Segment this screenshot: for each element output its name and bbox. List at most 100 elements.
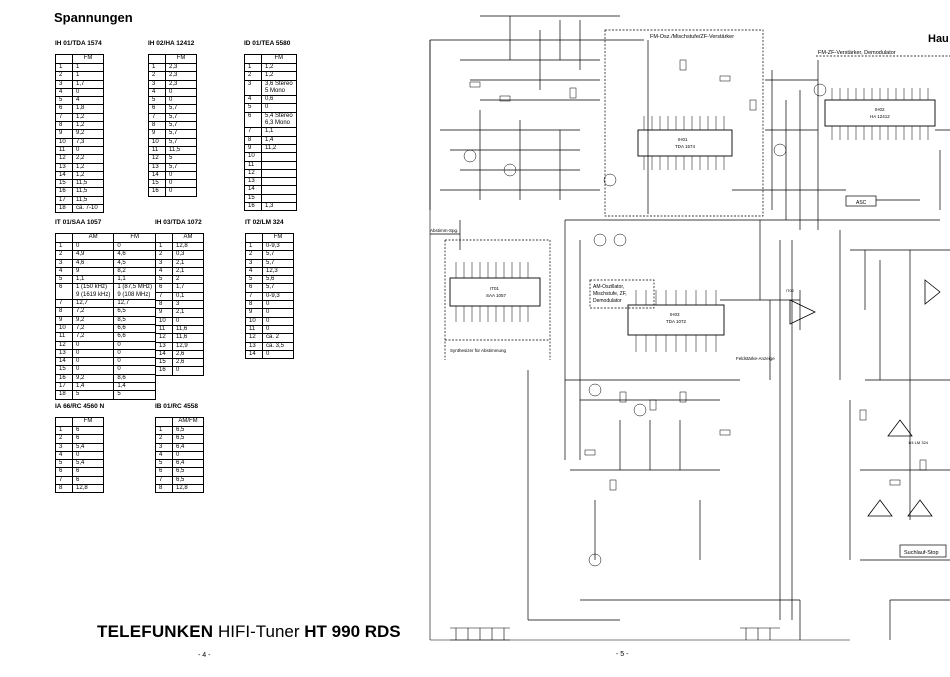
pin-number: 7 — [155, 291, 173, 302]
table-title: ID 01/TEA 5580 — [244, 40, 291, 47]
pin-number: 7 — [55, 475, 73, 486]
voltage-value: 1,2 — [261, 62, 297, 73]
pin-number: 14 — [245, 349, 263, 360]
pin-number: 2 — [155, 250, 173, 260]
voltage-value: 1,1 — [261, 127, 297, 137]
voltage-value — [261, 193, 297, 204]
synth-label: Synthesizer für Abstimmung — [450, 348, 507, 353]
voltage-value — [261, 152, 297, 162]
voltage-value: 6,6 — [113, 323, 157, 334]
voltage-value: 6,5 — [113, 307, 157, 317]
pin-number: 1 — [155, 241, 173, 252]
pin-number: 7 — [148, 112, 166, 123]
voltage-value: 2,1 — [172, 308, 204, 318]
pin-number: 11 — [148, 145, 166, 156]
pin-number: 4 — [245, 266, 263, 277]
pin-header — [155, 417, 173, 427]
pin-header — [148, 54, 166, 64]
voltage-value: ca. 2 — [262, 333, 294, 343]
pin-number: 16 — [155, 366, 173, 376]
voltage-value: 2,3 — [165, 71, 197, 81]
pin-number: 15 — [55, 365, 73, 375]
mode-header: FM — [72, 417, 104, 427]
it01-ref: IT01 — [490, 286, 500, 291]
voltage-value: 0 — [71, 340, 115, 350]
pin-number: 4 — [148, 87, 166, 98]
voltage-value: 1 — [72, 62, 104, 73]
voltage-value: 0 — [113, 340, 157, 350]
abstimm-label: Abstimm-Spg. — [430, 228, 458, 233]
pin-number: 9 — [245, 308, 263, 318]
pin-number: 16 — [55, 187, 73, 197]
pin-number: 12 — [55, 154, 73, 164]
schematic-diagram: Hau FM-Osz./Mischstufe/ZF-Verstärker IH0… — [429, 15, 950, 658]
it02-opamp — [789, 299, 816, 325]
pin-number: 4 — [55, 87, 73, 98]
voltage-value: 1,7 — [172, 283, 204, 293]
pin-number: 11 — [245, 324, 263, 335]
voltage-value: 0 — [262, 349, 294, 360]
pin-number: 10 — [55, 137, 73, 147]
mode-header: AM — [172, 233, 204, 243]
voltage-value: 0,6 — [261, 95, 297, 105]
voltage-value: 0 — [71, 241, 115, 252]
pin-number: 2 — [55, 434, 73, 444]
pin-number: 3 — [55, 258, 73, 268]
voltage-value: 12,8 — [172, 241, 204, 252]
pin-number: 7 — [55, 299, 73, 309]
pin-number: 1 — [155, 425, 173, 436]
voltage-value: 6 — [72, 467, 104, 477]
voltage-value: 0 — [165, 170, 197, 181]
voltage-value: 0 — [262, 300, 294, 310]
pin-number: 1 — [244, 62, 262, 73]
pin-number: 13 — [155, 341, 173, 351]
table-row: 13 — [244, 177, 297, 187]
voltage-value: 2,6 — [172, 358, 204, 368]
pin-number: 8 — [244, 135, 262, 145]
table-title: IT 01/SAA 1057 — [55, 219, 102, 226]
voltage-value: 9 — [71, 266, 115, 277]
pin-number: 16 — [148, 187, 166, 197]
table-row: 10 — [244, 152, 297, 162]
pin-number: 3 — [155, 258, 173, 268]
pin-number: 3 — [55, 79, 73, 89]
it02-ref: IT02 — [786, 288, 795, 293]
pin-number: 3 — [244, 79, 262, 97]
pin-number: 7 — [245, 291, 263, 302]
pin-number: 9 — [155, 308, 173, 318]
voltage-value: 5 — [71, 390, 115, 400]
table-title: IH 01/TDA 1574 — [55, 40, 102, 47]
table-row: 11 — [244, 160, 297, 170]
